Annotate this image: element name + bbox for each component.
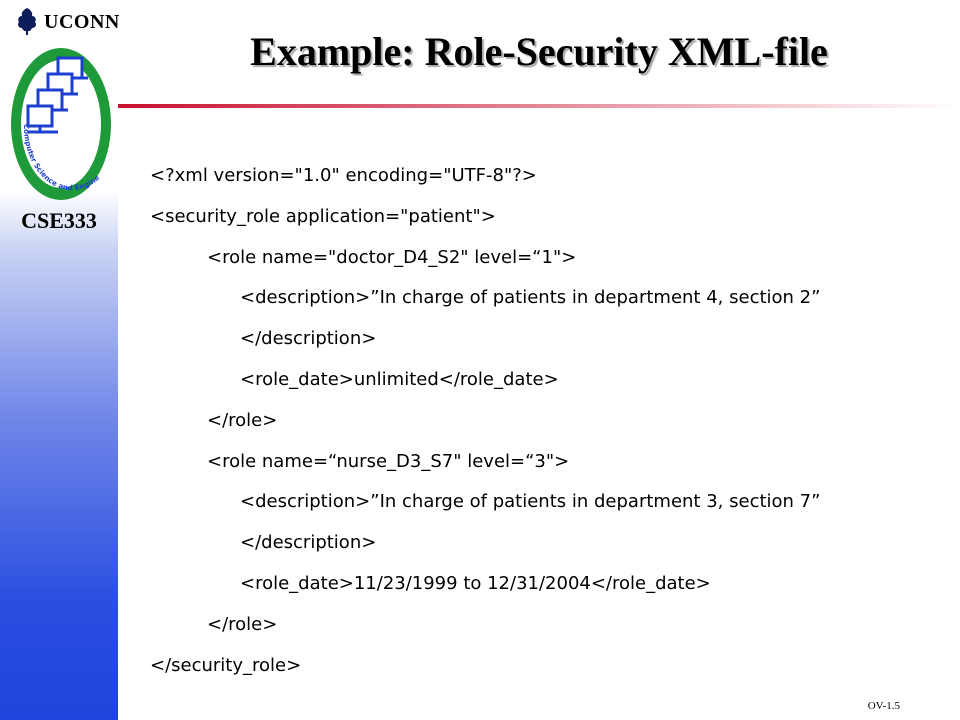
code-line: <?xml version="1.0" encoding="UTF-8"?> <box>150 165 537 186</box>
code-line: </description> <box>240 532 377 554</box>
title-rule <box>118 104 960 108</box>
code-line: </security_role> <box>150 654 302 676</box>
brand-name: UCONN <box>44 11 120 33</box>
xml-listing: <?xml version="1.0" encoding="UTF-8"?> <… <box>150 156 820 686</box>
oak-leaf-icon <box>18 8 36 35</box>
code-line: <description>”In charge of patients in d… <box>240 491 821 513</box>
slide-number: OV-1.5 <box>867 700 900 712</box>
code-line: </role> <box>207 409 278 431</box>
code-line: <role_date>11/23/1999 to 12/31/2004</rol… <box>240 572 711 594</box>
code-line: <security_role application="patient"> <box>150 205 496 227</box>
code-line: <description>”In charge of patients in d… <box>240 287 821 309</box>
code-line: </description> <box>240 328 377 350</box>
networked-computers-icon <box>26 56 88 134</box>
sidebar: UCONN Computer Science and Engineering C… <box>0 0 120 720</box>
slide-title: Example: Role-Security XML-file <box>250 29 828 74</box>
code-line: <role name="doctor_D4_S2" level=“1"> <box>207 246 577 268</box>
uconn-logo: UCONN <box>14 4 120 38</box>
department-seal: Computer Science and Engineering <box>6 34 111 200</box>
course-code: CSE333 <box>21 208 97 233</box>
code-line: </role> <box>207 613 278 635</box>
code-line: <role name=“nurse_D3_S7" level=“3"> <box>207 450 570 472</box>
code-line: <role_date>unlimited</role_date> <box>240 368 559 390</box>
